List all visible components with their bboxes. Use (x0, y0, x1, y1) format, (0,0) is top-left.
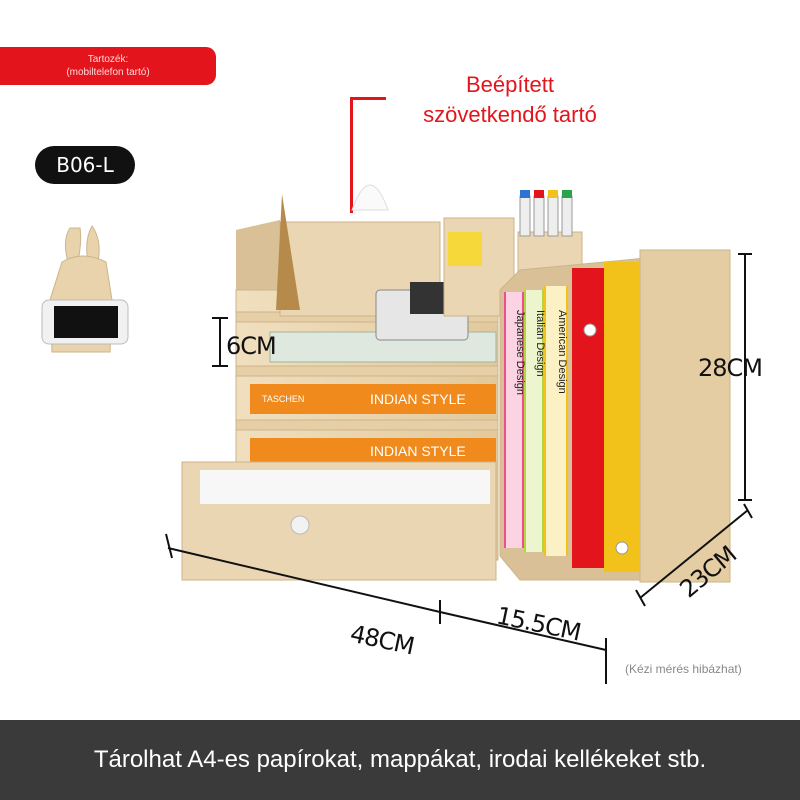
book-title: Italian Design (534, 310, 546, 377)
book-title: American Design (556, 310, 568, 394)
tissue-holder-callout: Beépített szövetkendő tartó (385, 70, 635, 130)
callout-line2: szövetkendő tartó (423, 102, 597, 127)
dimension-shelf-gap: 6CM (226, 332, 277, 360)
accessory-label: Tartozék: (87, 54, 129, 65)
organizer-shelf: INDIAN STYLE TASCHEN INDIAN STYLE (181, 184, 583, 581)
tray-book-brand: TASCHEN (262, 394, 304, 404)
tray-book-title: INDIAN STYLE (370, 391, 466, 407)
model-badge: B06-L (35, 146, 135, 184)
markers-icon (519, 190, 573, 237)
callout-pointer-horizontal (350, 97, 386, 100)
tissue-icon (351, 184, 389, 211)
accessory-badge: Tartozék: (mobiltelefon tartó) (0, 47, 216, 85)
book-section: Japanese Design Italian Design American … (499, 249, 731, 583)
measurement-note: (Kézi mérés hibázhat) (625, 662, 742, 676)
callout-line1: Beépített (465, 72, 555, 97)
sticky-note-icon (448, 232, 482, 266)
footer-caption: Tárolhat A4-es papírokat, mappákat, irod… (0, 720, 800, 800)
accessory-sublabel: (mobiltelefon tartó) (66, 67, 150, 78)
eiffel-tower-icon (276, 194, 300, 310)
dimension-height: 28CM (698, 354, 763, 382)
callout-pointer-vertical (350, 97, 353, 213)
phone-holder-rabbit (41, 225, 129, 353)
drawer-knob (290, 515, 310, 535)
book-title: Japanese Design (514, 310, 526, 395)
tray-book-title: INDIAN STYLE (370, 443, 466, 459)
dimension-lines (165, 253, 753, 684)
